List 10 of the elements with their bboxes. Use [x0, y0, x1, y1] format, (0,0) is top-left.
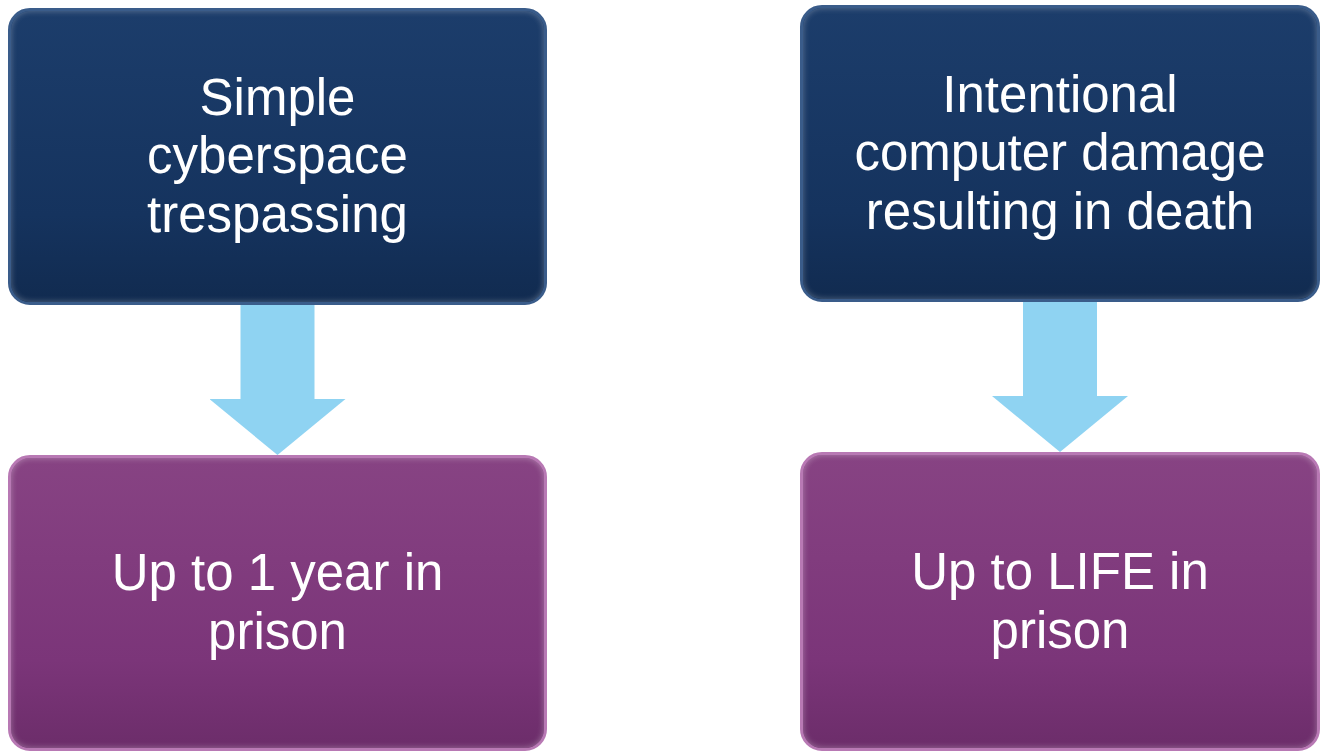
penalty-box: [800, 452, 1320, 751]
offense-box: [8, 8, 547, 305]
block-arrow: [209, 305, 346, 455]
box-text: Up to 1 year in prison: [110, 544, 445, 662]
box-text: Intentional computer damage resulting in death: [853, 65, 1267, 242]
box-text: Up to LIFE in prison: [910, 542, 1210, 661]
box-text: Simple cyberspace trespassing: [146, 68, 409, 245]
block-arrow: [992, 302, 1128, 452]
offense-box: [800, 5, 1320, 302]
penalty-box: [8, 455, 547, 751]
